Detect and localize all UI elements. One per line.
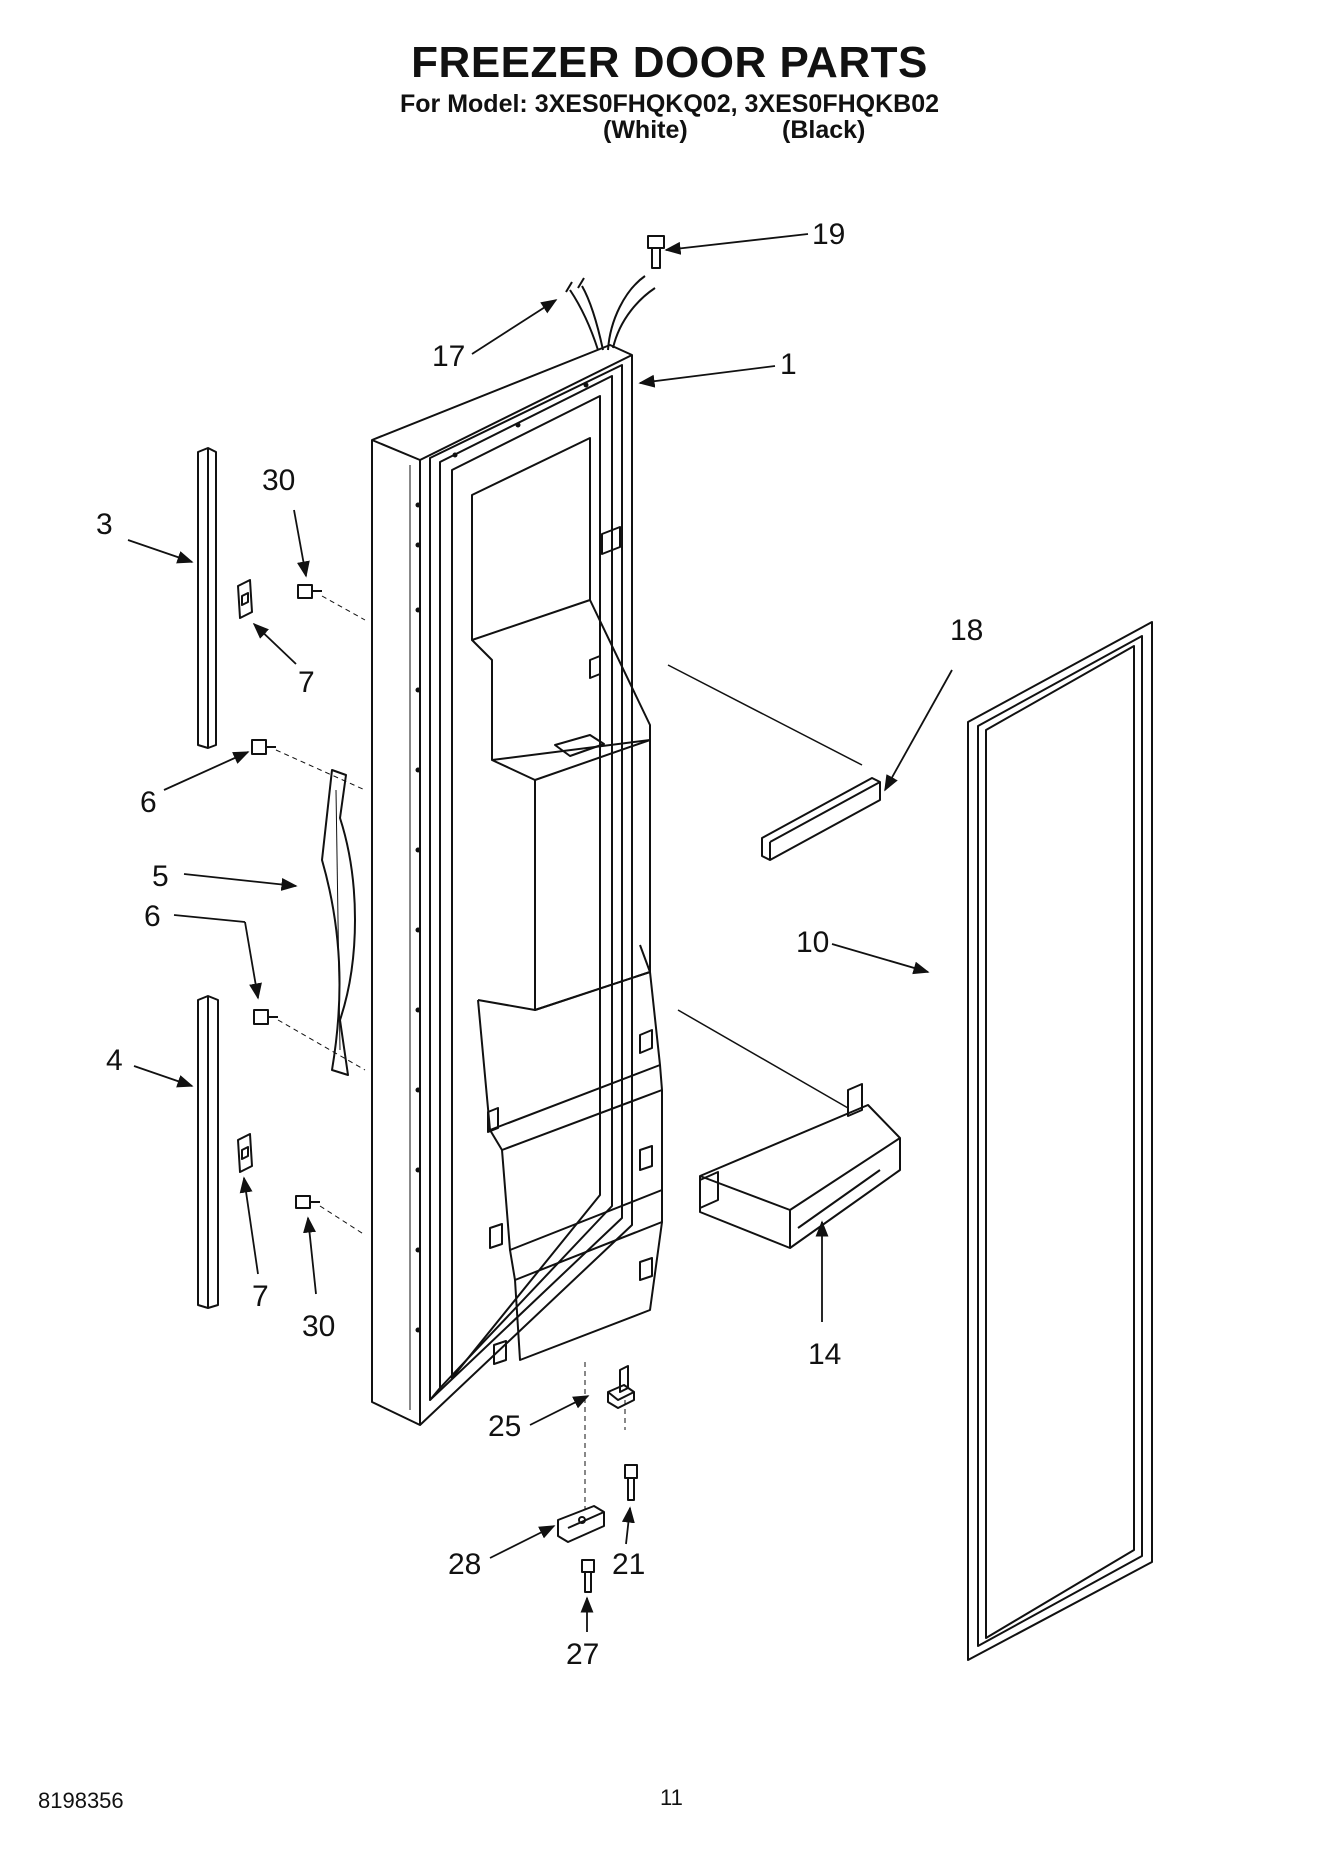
door-liner-part: [371, 344, 633, 1426]
screw-19-part: [647, 235, 665, 269]
screw-30-lower-part: [295, 1195, 320, 1209]
callout-1: 1: [780, 348, 797, 381]
clip-7-lower-part: [237, 1133, 253, 1173]
door-screw-holes: [415, 382, 589, 1333]
document-number: 8198356: [38, 1788, 124, 1813]
screw-30-upper-part: [297, 584, 322, 599]
door-bin-14-part: [699, 1083, 901, 1249]
variant-white: (White): [603, 116, 688, 144]
callout-4: 4: [106, 1044, 123, 1077]
callout-5: 5: [152, 860, 169, 893]
callout-7-upper: 7: [298, 666, 315, 699]
clip-7-upper-part: [237, 579, 253, 619]
door-shelves: [477, 944, 663, 1365]
bin-assembly-lines: [667, 664, 863, 1109]
callout-6-upper: 6: [140, 786, 157, 819]
callout-28: 28: [448, 1548, 481, 1581]
callout-7-lower: 7: [252, 1280, 269, 1313]
page-number: 11: [660, 1785, 683, 1810]
callout-25: 25: [488, 1410, 521, 1443]
door-gasket-10-part: [967, 621, 1153, 1661]
dispenser-recess: [471, 437, 651, 1011]
callout-30-lower: 30: [302, 1310, 335, 1343]
page-title: FREEZER DOOR PARTS: [411, 38, 928, 87]
hinge-block-28-part: [557, 1505, 605, 1543]
screw-27-part: [581, 1559, 595, 1593]
trim-strip-4-part: [197, 995, 219, 1309]
callout-18: 18: [950, 614, 983, 647]
variant-black: (Black): [782, 116, 866, 144]
screw-21-part: [624, 1464, 638, 1501]
callout-10: 10: [796, 926, 829, 959]
model-line: For Model: 3XES0FHQKQ02, 3XES0FHQKB02: [399, 90, 940, 118]
wire-harness-part: [565, 275, 656, 351]
callout-14: 14: [808, 1338, 841, 1371]
callout-21: 21: [612, 1548, 645, 1581]
handle-5-part: [321, 769, 356, 1076]
callout-17: 17: [432, 340, 465, 373]
callout-3: 3: [96, 508, 113, 541]
callout-30-upper: 30: [262, 464, 295, 497]
callout-19: 19: [812, 218, 845, 251]
assembly-guide-lines: [275, 595, 626, 1510]
callout-27: 27: [566, 1638, 599, 1671]
shelf-rail-18-part: [761, 777, 881, 861]
screw-6-upper-part: [251, 739, 276, 755]
screw-6-lower-part: [253, 1009, 278, 1025]
callout-6-lower: 6: [144, 900, 161, 933]
trim-strip-3-part: [197, 447, 217, 749]
callout-leaders: [127, 233, 953, 1632]
hinge-25-part: [607, 1365, 635, 1409]
